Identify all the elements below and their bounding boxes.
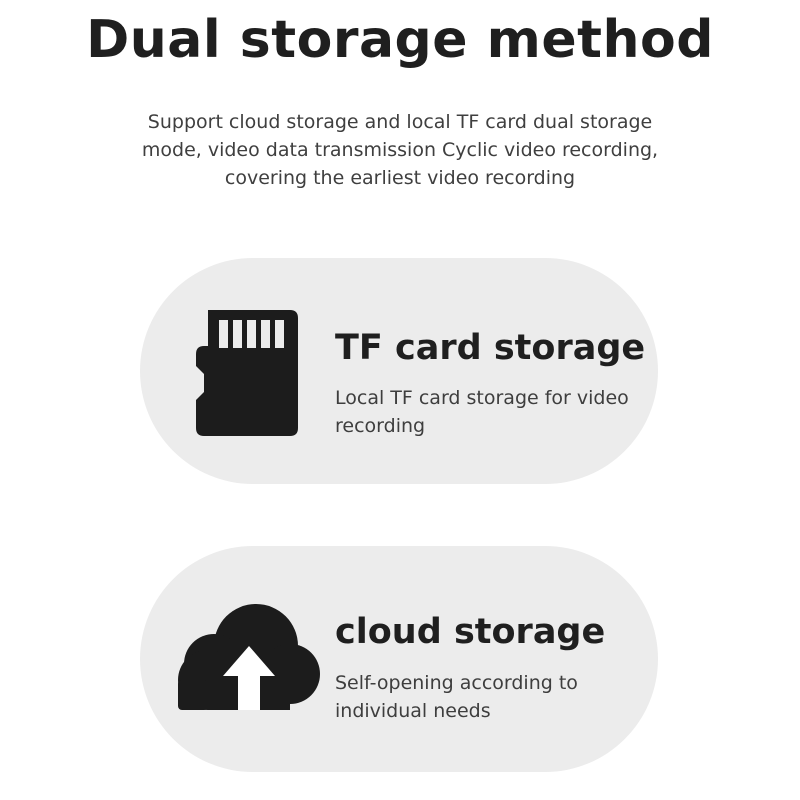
cloud-storage-card: cloud storage Self-opening according to … <box>140 546 658 772</box>
tf-card-storage-card: TF card storage Local TF card storage fo… <box>140 258 658 484</box>
sd-card-icon <box>196 310 298 436</box>
tf-card-storage-description: Local TF card storage for video recordin… <box>335 387 629 437</box>
cloud-upload-icon <box>178 604 320 710</box>
cloud-storage-description: Self-opening according to individual nee… <box>335 672 578 722</box>
page-title: Dual storage method <box>86 10 714 70</box>
tf-card-storage-title: TF card storage <box>335 328 646 368</box>
cloud-storage-title: cloud storage <box>335 612 606 652</box>
page-subtitle: Support cloud storage and local TF card … <box>141 111 659 189</box>
